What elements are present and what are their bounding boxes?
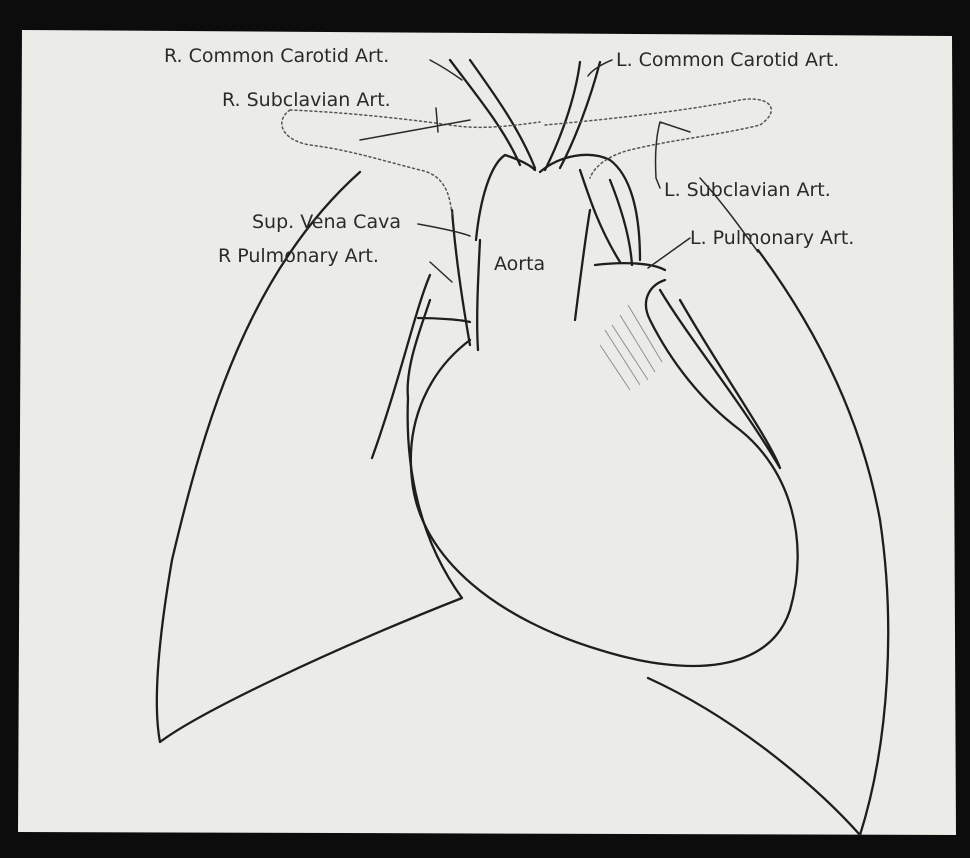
label-l-subclavian: L. Subclavian Art. bbox=[664, 179, 831, 201]
paper-background bbox=[18, 30, 956, 835]
label-l-common-carotid: L. Common Carotid Art. bbox=[616, 49, 839, 71]
label-r-common-carotid: R. Common Carotid Art. bbox=[164, 45, 389, 67]
label-l-pulmonary: L. Pulmonary Art. bbox=[690, 227, 854, 249]
label-r-pulmonary: R Pulmonary Art. bbox=[218, 245, 379, 267]
label-r-subclavian: R. Subclavian Art. bbox=[222, 89, 391, 111]
label-aorta: Aorta bbox=[494, 253, 545, 275]
label-sup-vena-cava: Sup. Vena Cava bbox=[252, 211, 401, 233]
